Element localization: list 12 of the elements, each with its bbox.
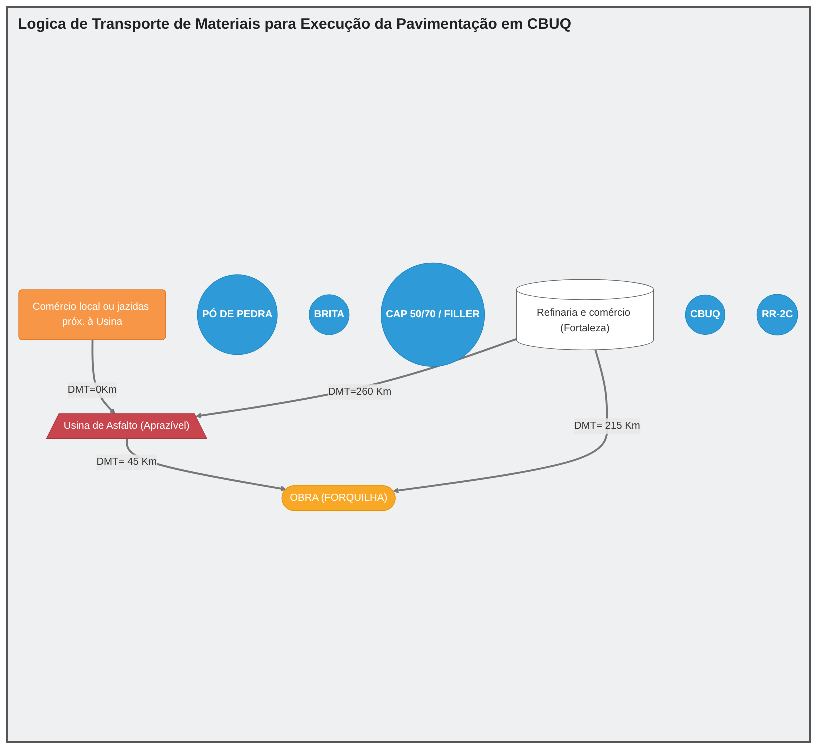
arrow [196,338,517,419]
node-circle: CAP 50/70 / FILLER [380,262,486,368]
edge-label: DMT=260 Km [328,386,392,398]
node-circle: PÓ DE PEDRA [197,274,278,356]
diagram-title: Logica de Transporte de Materiais para Execução da Pavimentação em CBUQ [18,16,573,33]
edge-label: DMT= 45 Km [96,456,158,468]
node-circle: RR-2C [756,294,798,336]
node-circle: CBUQ [685,294,726,336]
edge-label: DMT=0Km [68,384,117,396]
node-circle: BRITA [309,294,350,336]
edge-label: DMT= 215 Km [574,420,640,432]
arrow [393,350,608,494]
